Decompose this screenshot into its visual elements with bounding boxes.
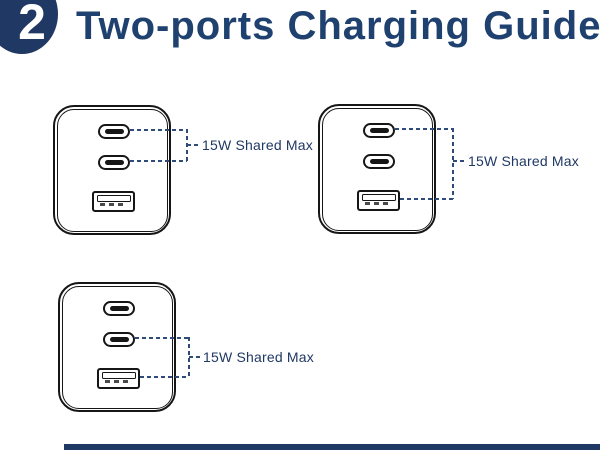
usb-a-port-icon [357,190,400,211]
usb-a-tongue [101,372,136,379]
usb-c-port-1-icon [103,301,135,316]
shared-max-label-1: 15W Shared Max [202,137,313,153]
charger-diagram-3 [58,282,176,412]
usb-c-port-2-icon [363,154,395,169]
callout-line [187,144,201,146]
callout-line [130,129,187,131]
usb-c-port-2-icon [103,332,135,347]
callout-line [452,128,454,199]
usb-a-pins [105,380,132,383]
page-title: Two-ports Charging Guide [76,4,600,48]
callout-line [188,337,190,377]
callout-line [453,160,467,162]
usb-a-tongue [96,195,131,202]
usb-a-tongue [361,194,396,201]
shared-max-label-3: 15W Shared Max [203,349,314,365]
usb-a-port-icon [92,191,135,212]
callout-line [189,356,203,358]
charger-diagram-1 [53,105,171,235]
usb-a-port-icon [97,368,140,389]
usb-c-port-1-icon [363,123,395,138]
shared-max-label-2: 15W Shared Max [468,153,579,169]
usb-c-port-2-icon [98,155,130,170]
callout-line [130,160,187,162]
footer-accent-bar [64,444,600,450]
callout-line [140,376,189,378]
step-number: 2 [18,0,46,50]
callout-line [186,129,188,161]
callout-line [400,198,453,200]
callout-line [395,128,453,130]
callout-line [135,337,189,339]
charger-diagram-2 [318,104,436,234]
usb-a-pins [100,203,127,206]
usb-a-pins [365,202,392,205]
usb-c-port-1-icon [98,124,130,139]
